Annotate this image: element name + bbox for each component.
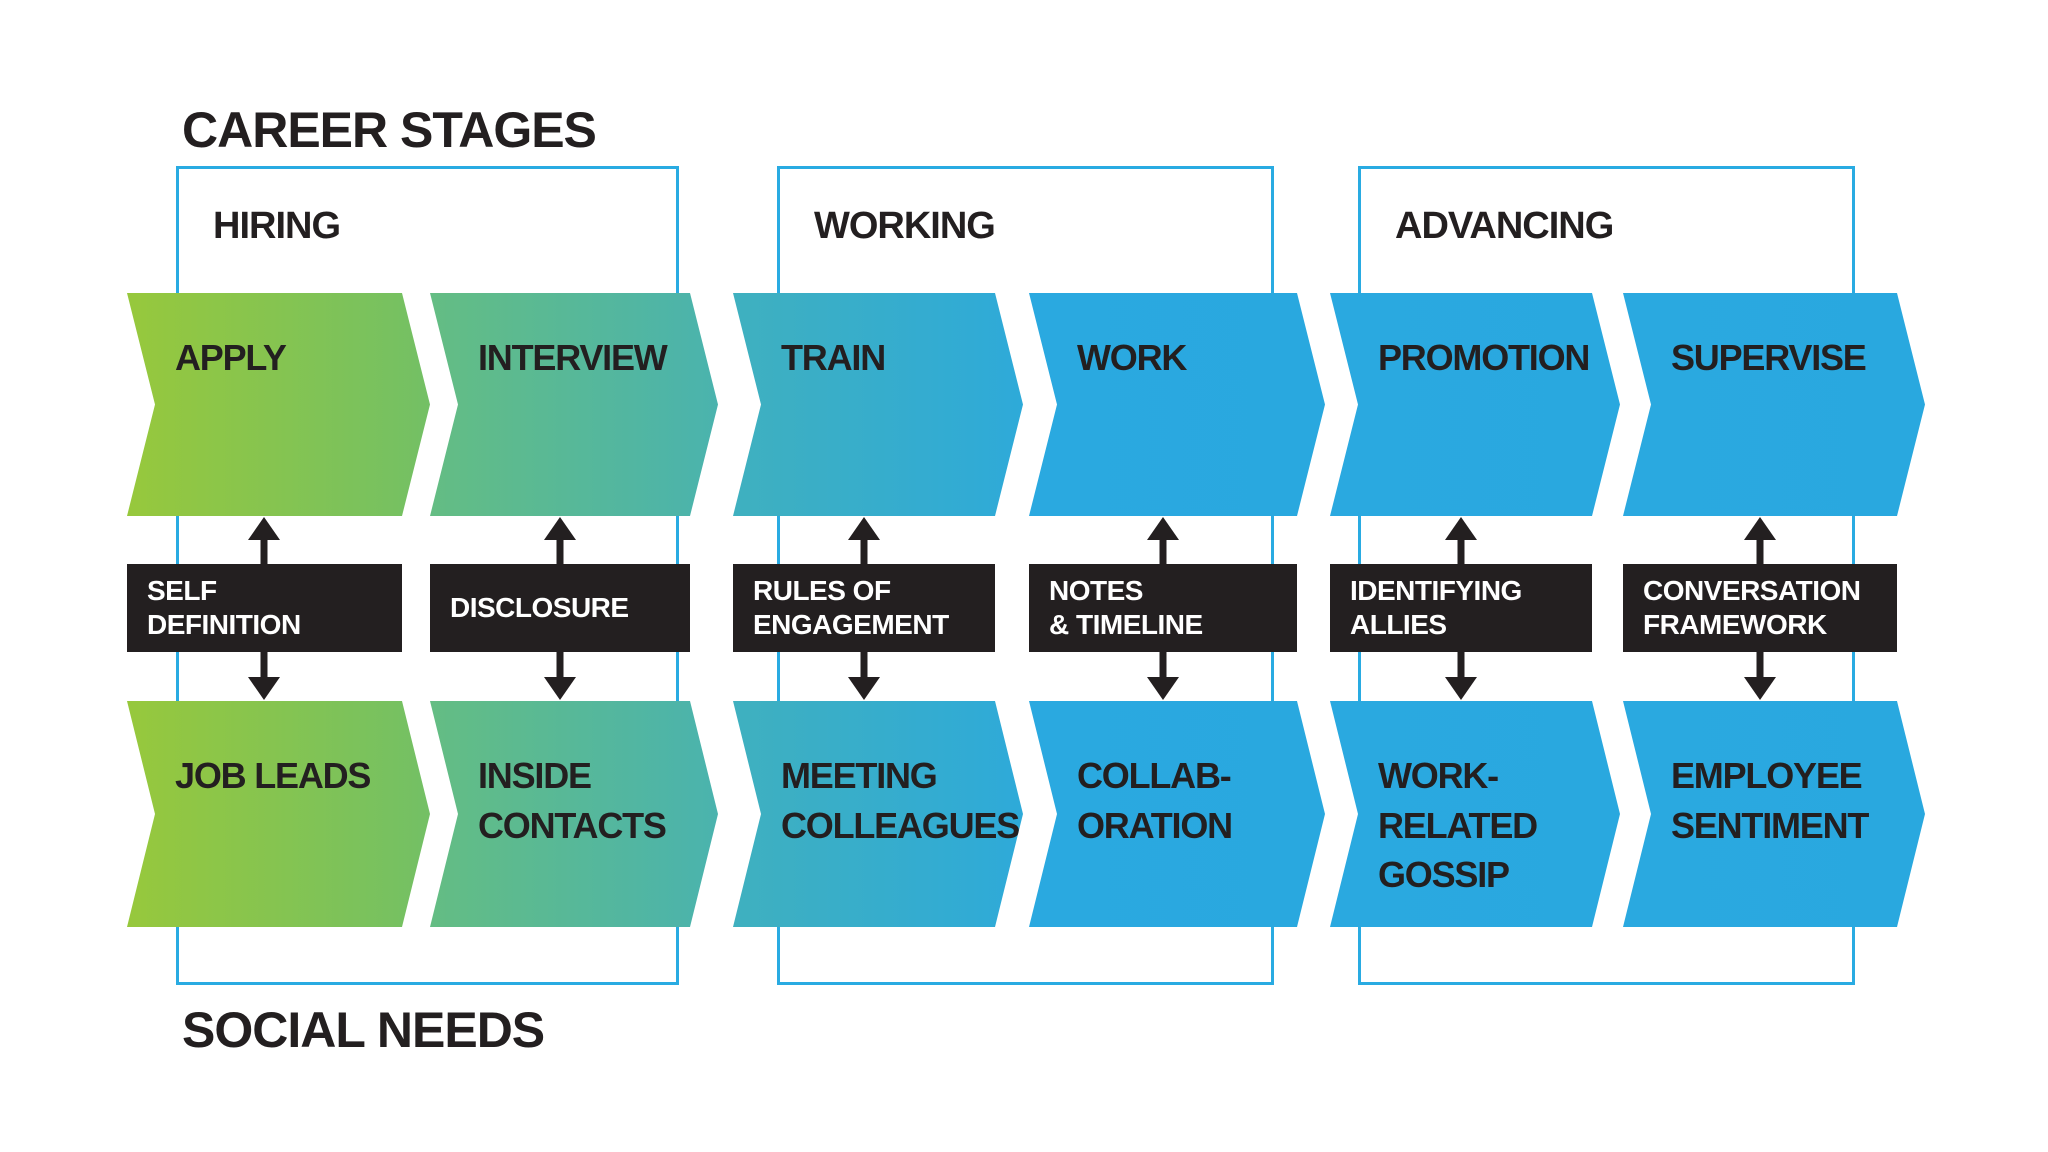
stage-chevron-work: WORK [1029, 293, 1325, 516]
need-label: JOB LEADS [175, 751, 410, 801]
need-label: COLLAB- ORATION [1077, 751, 1305, 850]
bridge-label-line: ALLIES [1350, 609, 1447, 640]
bridge-box-rules-of-engagement: RULES OF ENGAGEMENT [733, 564, 995, 652]
need-label-line: JOB LEADS [175, 755, 371, 796]
bridge-label-line: ENGAGEMENT [753, 609, 949, 640]
bridge-label-line: RULES OF [753, 574, 891, 606]
bridge-label-line: DISCLOSURE [450, 591, 629, 623]
bridge-label-line: NOTES [1049, 574, 1143, 606]
need-chevron-employee-sentiment: EMPLOYEE SENTIMENT [1623, 701, 1925, 927]
stage-chevron-promotion: PROMOTION [1330, 293, 1620, 516]
need-label-line: COLLEAGUES [781, 804, 1020, 846]
bridge-label-line: FRAMEWORK [1643, 609, 1827, 640]
stage-label: SUPERVISE [1671, 333, 1905, 383]
arrowhead-down-icon [248, 677, 280, 700]
stage-chevron-apply: APPLY [127, 293, 430, 516]
stage-label-line: APPLY [175, 337, 286, 378]
arrowhead-up-icon [1744, 517, 1776, 540]
need-label-line: GOSSIP [1378, 854, 1509, 896]
need-chevron-inside-contacts: INSIDE CONTACTS [430, 701, 718, 927]
bridge-box-conversation-framework: CONVERSATION FRAMEWORK [1623, 564, 1897, 652]
need-label: WORK- RELATED GOSSIP [1378, 751, 1600, 900]
need-chevron-meeting-colleagues: MEETING COLLEAGUES [733, 701, 1023, 927]
bridge-label: NOTES & TIMELINE [1049, 574, 1203, 642]
bridge-label-line: CONVERSATION [1643, 574, 1861, 606]
arrowhead-down-icon [544, 677, 576, 700]
stage-label: INTERVIEW [478, 333, 698, 383]
stage-label-line: WORK [1077, 337, 1187, 378]
stage-label: TRAIN [781, 333, 1003, 383]
arrowhead-down-icon [848, 677, 880, 700]
need-chevron-collaboration: COLLAB- ORATION [1029, 701, 1325, 927]
need-label: INSIDE CONTACTS [478, 751, 698, 850]
social-needs-label: SOCIAL NEEDS [182, 1002, 545, 1058]
need-label-line: MEETING [781, 755, 937, 796]
bridge-label: CONVERSATION FRAMEWORK [1643, 574, 1861, 642]
need-label-line: CONTACTS [478, 804, 666, 846]
need-label: EMPLOYEE SENTIMENT [1671, 751, 1905, 850]
bridge-label: SELF DEFINITION [147, 574, 301, 642]
bridge-label-line: IDENTIFYING [1350, 574, 1522, 606]
stage-chevron-train: TRAIN [733, 293, 1023, 516]
arrowhead-up-icon [1147, 517, 1179, 540]
group-label-working: WORKING [814, 205, 996, 247]
stage-label-line: SUPERVISE [1671, 337, 1866, 378]
need-label-line: EMPLOYEE [1671, 755, 1862, 796]
need-label-line: SENTIMENT [1671, 804, 1869, 846]
arrowhead-down-icon [1744, 677, 1776, 700]
group-label-hiring: HIRING [213, 205, 341, 247]
bridge-label: RULES OF ENGAGEMENT [753, 574, 949, 642]
bridge-label: IDENTIFYING ALLIES [1350, 574, 1522, 642]
arrowhead-up-icon [1445, 517, 1477, 540]
group-label-advancing: ADVANCING [1395, 205, 1614, 247]
stage-label: PROMOTION [1378, 333, 1600, 383]
bridge-label-line: SELF [147, 574, 217, 606]
arrowhead-up-icon [544, 517, 576, 540]
need-label-line: WORK- [1378, 755, 1498, 796]
bridge-box-self-definition: SELF DEFINITION [127, 564, 402, 652]
need-label-line: INSIDE [478, 755, 591, 796]
stage-label-line: INTERVIEW [478, 337, 667, 378]
stage-chevron-interview: INTERVIEW [430, 293, 718, 516]
bridge-label: DISCLOSURE [450, 591, 629, 625]
need-chevron-job-leads: JOB LEADS [127, 701, 430, 927]
stage-label-line: TRAIN [781, 337, 885, 378]
bridge-label-line: & TIMELINE [1049, 609, 1203, 640]
bridge-box-notes-timeline: NOTES & TIMELINE [1029, 564, 1297, 652]
stage-chevron-supervise: SUPERVISE [1623, 293, 1925, 516]
arrowhead-up-icon [248, 517, 280, 540]
need-label-line: ORATION [1077, 804, 1232, 846]
arrowhead-up-icon [848, 517, 880, 540]
bridge-box-disclosure: DISCLOSURE [430, 564, 690, 652]
need-label-line: RELATED [1378, 804, 1537, 846]
bridge-box-identifying-allies: IDENTIFYING ALLIES [1330, 564, 1592, 652]
need-chevron-work-related-gossip: WORK- RELATED GOSSIP [1330, 701, 1620, 927]
stage-label: APPLY [175, 333, 410, 383]
bridge-label-line: DEFINITION [147, 609, 301, 640]
arrowhead-down-icon [1147, 677, 1179, 700]
arrowhead-down-icon [1445, 677, 1477, 700]
need-label-line: COLLAB- [1077, 755, 1231, 796]
page-title: CAREER STAGES [182, 102, 597, 158]
need-label: MEETING COLLEAGUES [781, 751, 1003, 850]
stage-label: WORK [1077, 333, 1305, 383]
stage-label-line: PROMOTION [1378, 337, 1590, 378]
